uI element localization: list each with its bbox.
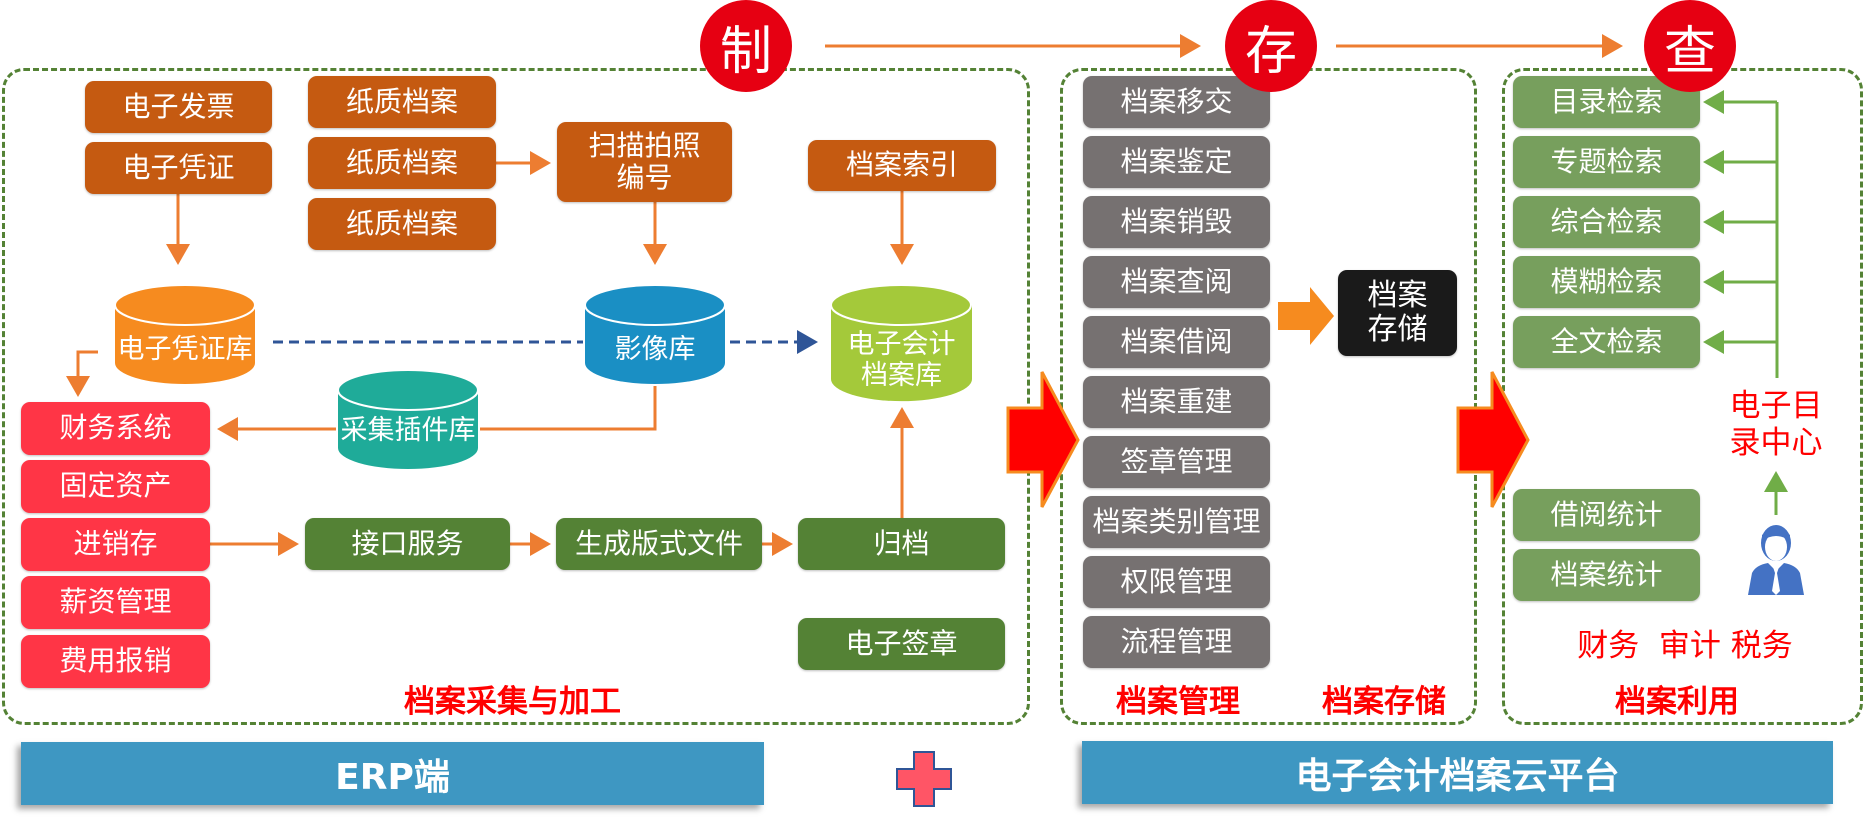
management-item[interactable]: 档案移交 <box>1083 76 1270 128</box>
cloud-platform-bar: 电子会计档案云平台 <box>1082 741 1833 804</box>
archive-db-label: 电子会计 档案库 <box>847 328 956 391</box>
system-fixed-assets[interactable]: 固定资产 <box>21 460 210 513</box>
format-file-box[interactable]: 生成版式文件 <box>556 518 762 570</box>
search-item[interactable]: 全文检索 <box>1513 316 1700 368</box>
source-paper-2[interactable]: 纸质档案 <box>308 137 496 189</box>
management-item[interactable]: 档案重建 <box>1083 376 1270 428</box>
arrow-voucher-db-to-finance <box>66 350 98 397</box>
plugin-db-cylinder[interactable]: 采集插件库 <box>336 368 480 471</box>
source-e-voucher[interactable]: 电子凭证 <box>85 142 272 194</box>
stat-archive[interactable]: 档案统计 <box>1513 549 1700 601</box>
management-item[interactable]: 签章管理 <box>1083 436 1270 488</box>
storage-box[interactable]: 档案 存储 <box>1338 270 1457 356</box>
storage-title: 档案存储 <box>1322 684 1446 720</box>
arrow-management-to-storage <box>1278 287 1334 345</box>
big-arrow-management-to-utilization <box>1456 371 1530 508</box>
management-item[interactable]: 权限管理 <box>1083 556 1270 608</box>
image-db-label: 影像库 <box>614 334 696 366</box>
management-title: 档案管理 <box>1116 684 1240 720</box>
system-inventory[interactable]: 进销存 <box>21 518 210 571</box>
user-roles-label: 财务 审计 税务 <box>1577 628 1793 664</box>
management-item[interactable]: 档案鉴定 <box>1083 136 1270 188</box>
plus-icon <box>896 751 952 807</box>
person-icon <box>1748 525 1804 595</box>
stat-borrow[interactable]: 借阅统计 <box>1513 489 1700 541</box>
database-icon <box>830 284 972 402</box>
system-finance[interactable]: 财务系统 <box>21 402 210 455</box>
utilization-title: 档案利用 <box>1615 684 1739 720</box>
search-item[interactable]: 综合检索 <box>1513 196 1700 248</box>
management-item[interactable]: 档案借阅 <box>1083 316 1270 368</box>
voucher-db-label: 电子凭证库 <box>117 334 253 366</box>
source-paper-3[interactable]: 纸质档案 <box>308 198 496 250</box>
system-payroll[interactable]: 薪资管理 <box>21 576 210 629</box>
collection-panel <box>2 68 1030 725</box>
stage-store-badge: 存 <box>1225 0 1317 92</box>
scan-number-box[interactable]: 扫描拍照 编号 <box>557 122 732 202</box>
source-e-invoice[interactable]: 电子发票 <box>85 81 272 133</box>
management-item[interactable]: 档案查阅 <box>1083 256 1270 308</box>
catalog-center-label: 电子目 录中心 <box>1729 388 1823 462</box>
stage-make-badge: 制 <box>700 0 792 92</box>
database-icon <box>114 284 256 384</box>
e-signature-box[interactable]: 电子签章 <box>798 618 1005 670</box>
search-item[interactable]: 模糊检索 <box>1513 256 1700 308</box>
big-arrow-collection-to-management <box>1006 371 1080 508</box>
management-item[interactable]: 流程管理 <box>1083 616 1270 668</box>
line-image-db-to-plugin <box>480 386 657 431</box>
archive-index-box[interactable]: 档案索引 <box>808 140 996 191</box>
management-item[interactable]: 档案销毁 <box>1083 196 1270 248</box>
stage-query-badge: 查 <box>1644 0 1736 92</box>
image-db-cylinder[interactable]: 影像库 <box>583 283 727 386</box>
source-paper-1[interactable]: 纸质档案 <box>308 76 496 128</box>
erp-bar: ERP端 <box>21 742 764 805</box>
system-expense[interactable]: 费用报销 <box>21 635 210 688</box>
database-icon <box>337 369 479 469</box>
management-item[interactable]: 档案类别管理 <box>1083 496 1270 548</box>
database-icon <box>584 284 726 384</box>
search-item[interactable]: 专题检索 <box>1513 136 1700 188</box>
archive-db-cylinder[interactable]: 电子会计 档案库 <box>829 283 974 403</box>
voucher-db-cylinder[interactable]: 电子凭证库 <box>113 283 257 386</box>
interface-service-box[interactable]: 接口服务 <box>305 518 510 570</box>
archiving-box[interactable]: 归档 <box>798 518 1005 570</box>
collection-title: 档案采集与加工 <box>404 684 621 720</box>
plugin-db-label: 采集插件库 <box>340 415 476 447</box>
